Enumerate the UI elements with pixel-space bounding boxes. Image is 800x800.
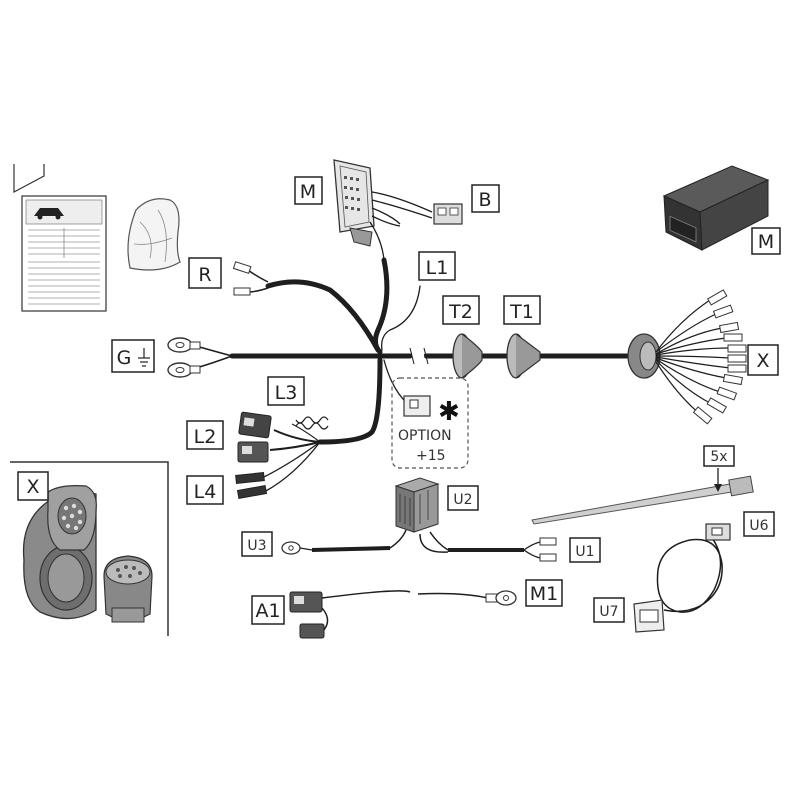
- connector-b: [433, 203, 463, 225]
- ground-symbol-icon: [138, 348, 150, 367]
- twisted-wire-l3: [291, 416, 329, 443]
- label-x-main: X: [747, 344, 779, 376]
- svg-text:U1: U1: [575, 544, 594, 560]
- connector-m: [333, 159, 433, 261]
- cable-tie: [531, 468, 754, 525]
- label-l4: L4: [186, 475, 224, 505]
- cable-a1-m1: [317, 590, 489, 635]
- option-label: OPTION: [398, 428, 452, 444]
- label-u3: U3: [241, 531, 273, 557]
- control-module-m: [662, 165, 770, 251]
- svg-text:G: G: [117, 347, 132, 369]
- svg-text:X: X: [756, 350, 769, 372]
- label-m-top: M: [294, 176, 323, 205]
- grommet-t1: [506, 333, 541, 379]
- label-a1: A1: [251, 595, 285, 625]
- fan-wires: [655, 299, 731, 415]
- svg-text:U7: U7: [599, 604, 618, 620]
- svg-text:T2: T2: [448, 301, 473, 323]
- terminals-r: [232, 261, 269, 296]
- terminals-l4: [235, 441, 321, 499]
- svg-text:M1: M1: [530, 583, 558, 605]
- grommet-t2: [452, 333, 483, 379]
- plastic-bag-icon: [127, 198, 181, 271]
- svg-text:L2: L2: [194, 426, 217, 448]
- break-mark: [410, 347, 426, 365]
- label-l3: L3: [267, 376, 305, 406]
- label-m-module: M: [751, 227, 781, 255]
- label-u2: U2: [447, 485, 479, 511]
- label-u1: U1: [569, 537, 601, 563]
- terminal-u3: [281, 541, 301, 555]
- ground-ring-terminals: [167, 337, 233, 378]
- car-icon: [34, 208, 64, 216]
- label-x-inset: X: [17, 471, 49, 501]
- svg-text:L4: L4: [194, 481, 217, 503]
- label-t2: T2: [442, 295, 480, 325]
- label-u7: U7: [593, 597, 625, 623]
- label-g: G: [111, 339, 155, 373]
- connectors-l2: [237, 411, 321, 463]
- option-asterisk: ✱: [438, 397, 460, 427]
- label-b: B: [471, 184, 500, 213]
- connector-u7: [633, 599, 665, 633]
- label-l2: L2: [186, 420, 224, 450]
- svg-text:R: R: [198, 264, 211, 286]
- svg-text:A1: A1: [255, 600, 280, 622]
- label-u6: U6: [743, 511, 775, 537]
- svg-text:L3: L3: [275, 382, 298, 404]
- instruction-manual: [13, 164, 107, 312]
- main-harness: [229, 257, 643, 445]
- fan-wire-terminals: [692, 289, 747, 425]
- svg-text:U6: U6: [749, 518, 768, 534]
- connector-u6: [705, 523, 731, 541]
- svg-text:L1: L1: [426, 257, 449, 279]
- label-t1: T1: [503, 295, 541, 325]
- ring-terminal-m1: [485, 590, 517, 606]
- cable-u3-u1: [299, 529, 541, 559]
- svg-text:U2: U2: [453, 492, 472, 508]
- connector-a1: [289, 591, 325, 639]
- svg-text:M: M: [758, 231, 774, 253]
- label-5x: 5x: [703, 445, 735, 467]
- option-value: +15: [416, 448, 446, 464]
- relay-u2: [394, 477, 440, 533]
- svg-text:B: B: [478, 189, 491, 211]
- socket-grommet-x: [627, 333, 661, 379]
- svg-text:M: M: [300, 181, 316, 203]
- label-m1: M1: [525, 579, 563, 607]
- inset-panel-x: [10, 461, 169, 636]
- svg-text:T1: T1: [509, 301, 534, 323]
- option-box: ✱ OPTION +15: [391, 377, 469, 469]
- svg-text:5x: 5x: [710, 449, 727, 465]
- svg-text:U3: U3: [247, 538, 266, 554]
- label-l1: L1: [418, 251, 456, 281]
- cable-coil-u6-u7: [656, 537, 723, 613]
- svg-text:X: X: [26, 476, 39, 498]
- label-r: R: [188, 257, 222, 289]
- terminals-u1: [539, 537, 557, 562]
